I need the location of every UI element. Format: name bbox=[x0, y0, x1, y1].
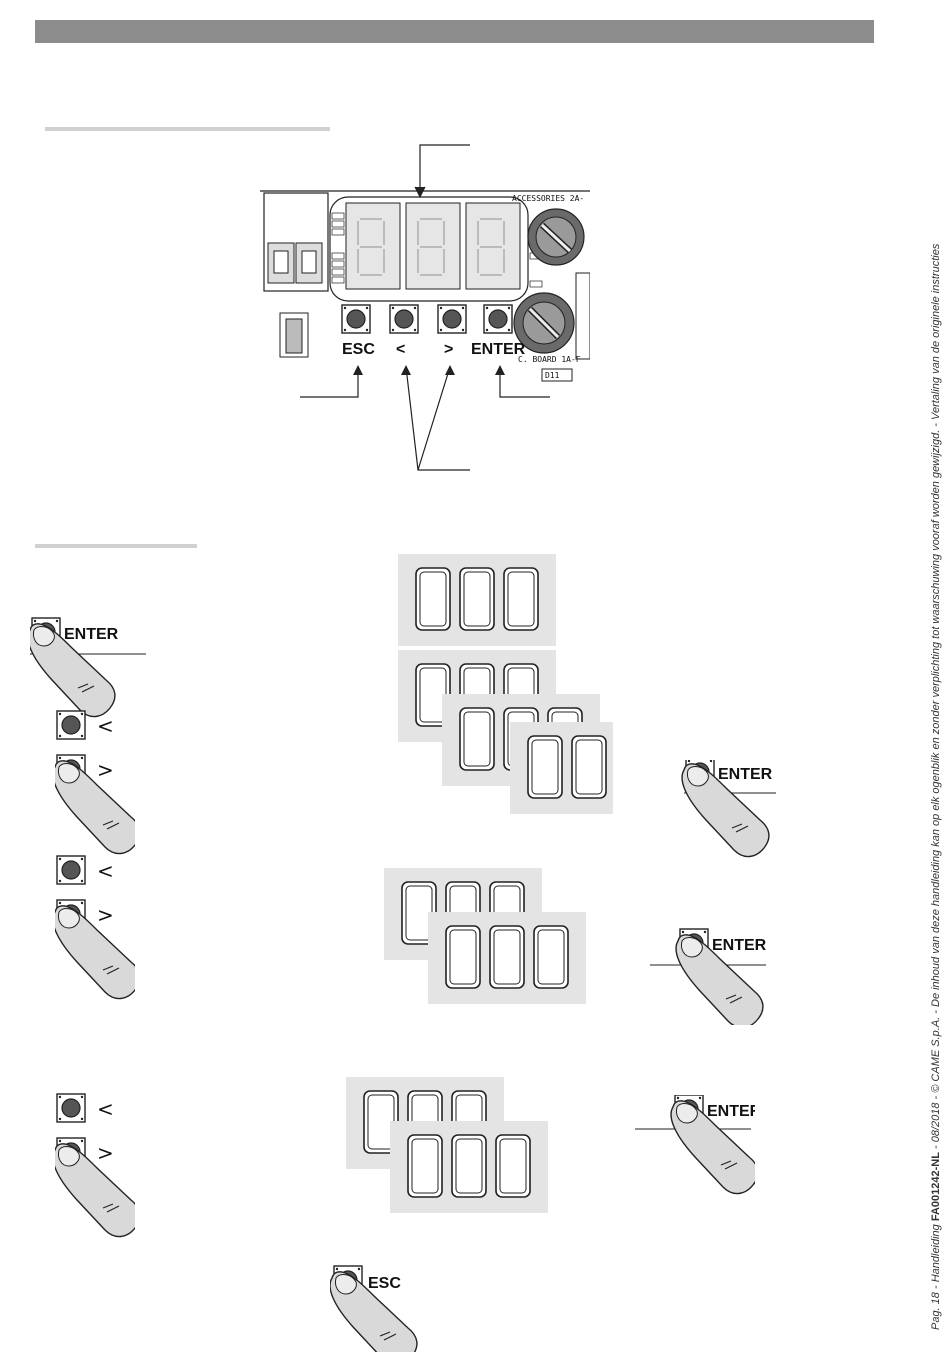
right-key-label: > bbox=[444, 341, 453, 358]
section-rule-1 bbox=[45, 127, 330, 131]
enter-press-illustration-4: ENTER bbox=[635, 1095, 755, 1195]
section-rule-2 bbox=[35, 544, 197, 548]
enter-key[interactable] bbox=[483, 304, 513, 334]
right-arrow-label-2: > bbox=[97, 903, 114, 927]
control-board-diagram: ACCESSORIES 2A- C. BOARD 1A-F D11 ESC < … bbox=[260, 144, 590, 471]
left-key[interactable] bbox=[389, 304, 419, 334]
enter-press-illustration-2: ENTER bbox=[681, 760, 776, 858]
enter-label-4: ENTER bbox=[707, 1103, 755, 1120]
page-number: Pag. 18 bbox=[930, 1292, 942, 1330]
manual-prefix: - Handleiding bbox=[930, 1221, 942, 1293]
right-arrow-label-3: > bbox=[97, 1141, 114, 1165]
display-readout-1 bbox=[398, 554, 557, 647]
left-arrow-label-2: < bbox=[97, 859, 114, 883]
esc-key[interactable] bbox=[341, 304, 371, 334]
right-arrow-label: > bbox=[97, 758, 114, 782]
left-arrow-label: < bbox=[97, 714, 114, 738]
display-stack-1 bbox=[398, 650, 613, 815]
nav-keys-illustration-1: < > bbox=[55, 710, 135, 855]
display-stack-3 bbox=[346, 1077, 549, 1214]
nav-keys-illustration-2: < > bbox=[55, 855, 135, 1000]
nav-keys-illustration-3: < > bbox=[55, 1093, 135, 1238]
enter-label-3: ENTER bbox=[712, 937, 767, 954]
enter-label-2: ENTER bbox=[718, 766, 773, 783]
left-arrow-label-3: < bbox=[97, 1097, 114, 1121]
enter-key-label: ENTER bbox=[471, 341, 526, 358]
doc-code: FA001242-NL bbox=[930, 1152, 942, 1222]
accessories-label: ACCESSORIES 2A- bbox=[512, 194, 584, 203]
header-bar bbox=[35, 20, 874, 43]
page-footer: Pag. 18 - Handleiding FA001242-NL - 08/2… bbox=[930, 130, 942, 1330]
display-stack-2 bbox=[384, 868, 587, 1005]
enter-press-illustration: ENTER bbox=[30, 617, 146, 718]
esc-key-label: ESC bbox=[342, 341, 375, 358]
right-key[interactable] bbox=[437, 304, 467, 334]
fuse-tag: D11 bbox=[545, 371, 560, 380]
left-key-label: < bbox=[396, 341, 405, 358]
enter-label: ENTER bbox=[64, 626, 119, 643]
board-fuse-label: C. BOARD 1A-F bbox=[518, 355, 581, 364]
footer-rest: - 08/2018 - © CAME S.p.A. - De inhoud va… bbox=[930, 243, 942, 1153]
enter-press-illustration-3: ENTER bbox=[650, 928, 767, 1025]
esc-press-illustration: ESC bbox=[330, 1265, 418, 1352]
esc-label: ESC bbox=[368, 1275, 401, 1292]
